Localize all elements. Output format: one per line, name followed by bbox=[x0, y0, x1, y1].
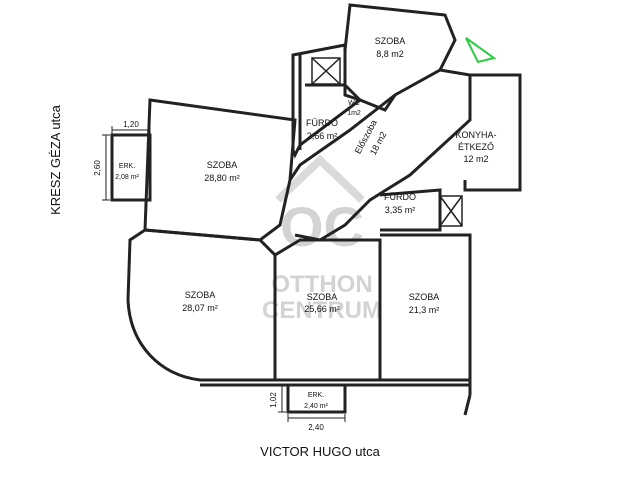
room-furdo-1-area: 2,66 m² bbox=[307, 131, 338, 141]
room-erk-left-area: 2,08 m² bbox=[115, 174, 139, 181]
dim-erk-bottom-width: 2,40 bbox=[308, 423, 324, 432]
room-szoba-center-area: 25,66 m² bbox=[304, 304, 340, 314]
room-konyha-name2: ÉTKEZŐ bbox=[458, 142, 494, 152]
room-konyha-name: KONYHA- bbox=[455, 130, 496, 140]
room-labels: SZOBA 8,8 m2 WC 1m2 FÜRDŐ 2,66 m² Előszo… bbox=[115, 36, 496, 410]
room-furdo-2-name: FÜRDŐ bbox=[384, 192, 416, 202]
room-wc-area: 1m2 bbox=[347, 110, 361, 117]
room-konyha-area: 12 m2 bbox=[463, 154, 488, 164]
room-szoba-left-area: 28,07 m² bbox=[182, 303, 218, 313]
room-szoba-mid-area: 28,80 m² bbox=[204, 173, 240, 183]
room-szoba-left-name: SZOBA bbox=[185, 290, 216, 300]
watermark-logo: OC bbox=[280, 195, 364, 258]
room-szoba-mid-name: SZOBA bbox=[207, 160, 238, 170]
room-szoba-right-name: SZOBA bbox=[409, 292, 440, 302]
room-furdo-2-area: 3,35 m² bbox=[385, 205, 416, 215]
room-wc-name: WC bbox=[348, 100, 360, 107]
dim-erk-bottom-depth: 1,02 bbox=[269, 392, 278, 408]
street-bottom: VICTOR HUGO utca bbox=[260, 444, 380, 459]
room-szoba-right-area: 21,3 m² bbox=[409, 305, 440, 315]
dim-erk-left-width: 1,20 bbox=[123, 120, 139, 129]
walls bbox=[110, 3, 522, 416]
watermark-logo-house-icon bbox=[275, 154, 365, 203]
shafts bbox=[311, 57, 463, 227]
room-erk-bottom-area: 2,40 m² bbox=[304, 403, 328, 410]
watermark-line1: OTTHON bbox=[271, 271, 372, 298]
street-left: KRESZ GÉZA utca bbox=[48, 104, 63, 215]
dimensions bbox=[102, 126, 346, 422]
watermark-line2: CENTRUM bbox=[262, 297, 382, 324]
dim-erk-left-depth: 2,60 bbox=[93, 160, 102, 176]
north-arrow-icon bbox=[465, 37, 497, 64]
room-furdo-1-name: FÜRDŐ bbox=[306, 118, 338, 128]
watermark: OC OTTHON CENTRUM bbox=[262, 154, 382, 324]
room-szoba-top-area: 8,8 m2 bbox=[376, 49, 404, 59]
room-szoba-top-name: SZOBA bbox=[375, 36, 406, 46]
room-szoba-center-name: SZOBA bbox=[307, 292, 338, 302]
room-erk-bottom-name: ERK. bbox=[308, 392, 324, 399]
room-erk-left-name: ERK. bbox=[119, 163, 135, 170]
